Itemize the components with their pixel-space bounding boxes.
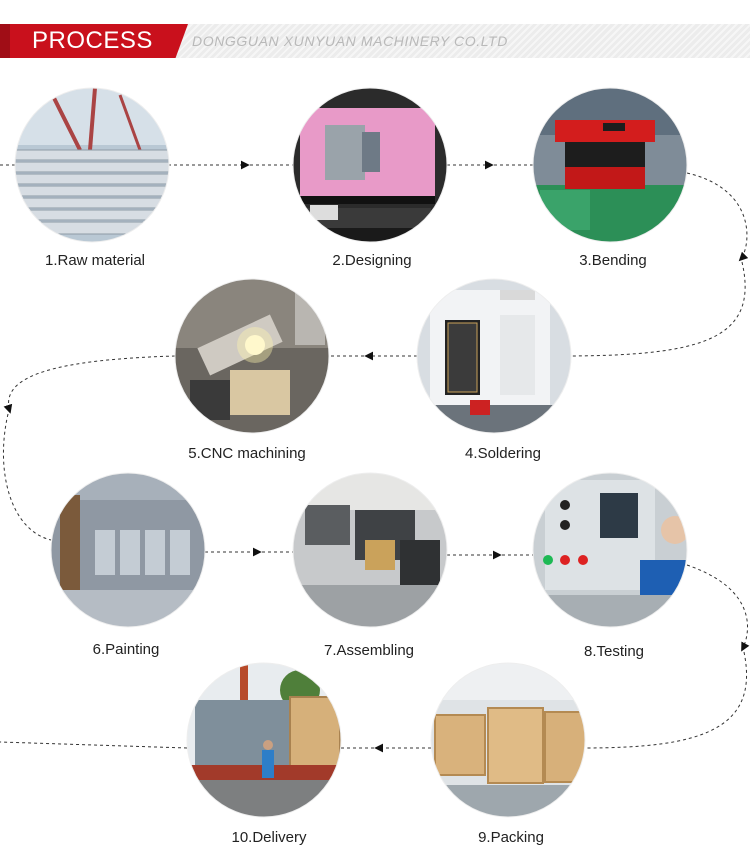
header-title-badge (10, 24, 188, 58)
step-label-3: 3.Bending (579, 252, 647, 269)
step-label-2: 2.Designing (332, 252, 412, 269)
connector-3-to-4 (571, 261, 746, 357)
assembly-line-photo (293, 473, 447, 627)
company-name: DONGGUAN XUNYUAN MACHINERY CO.LTD (192, 33, 508, 49)
press-brake-photo (533, 88, 687, 242)
truck-loading-photo (187, 663, 341, 817)
welding-photo (175, 279, 329, 433)
arrow-3-curve (686, 172, 749, 262)
step-label-6: 6.Painting (92, 641, 160, 658)
connector-5-to-6 (2, 413, 52, 541)
arrow-5-curve (3, 355, 176, 414)
step-label-1: 1.Raw material (44, 252, 146, 269)
paint-booth-photo (51, 473, 205, 627)
step-label-9: 9.Packing (478, 829, 544, 846)
connector-8-to-9 (584, 651, 748, 749)
control-panel-photo (533, 473, 687, 627)
cad-monitor-photo (293, 88, 447, 242)
step-label-5: 5.CNC machining (188, 445, 306, 462)
arrow-8-curve (686, 564, 750, 652)
step-label-10: 10.Delivery (231, 829, 307, 846)
step-label-7: 7.Assembling (323, 642, 415, 659)
connector-end (0, 741, 188, 749)
step-label-8: 8.Testing (583, 643, 645, 660)
steel-pipes-photo (15, 88, 169, 242)
cnc-machine-photo (417, 279, 571, 433)
header-title: PROCESS (32, 27, 153, 54)
step-label-4: 4.Soldering (465, 445, 541, 462)
wooden-crates-photo (431, 663, 585, 817)
flow-connectors (0, 160, 750, 753)
